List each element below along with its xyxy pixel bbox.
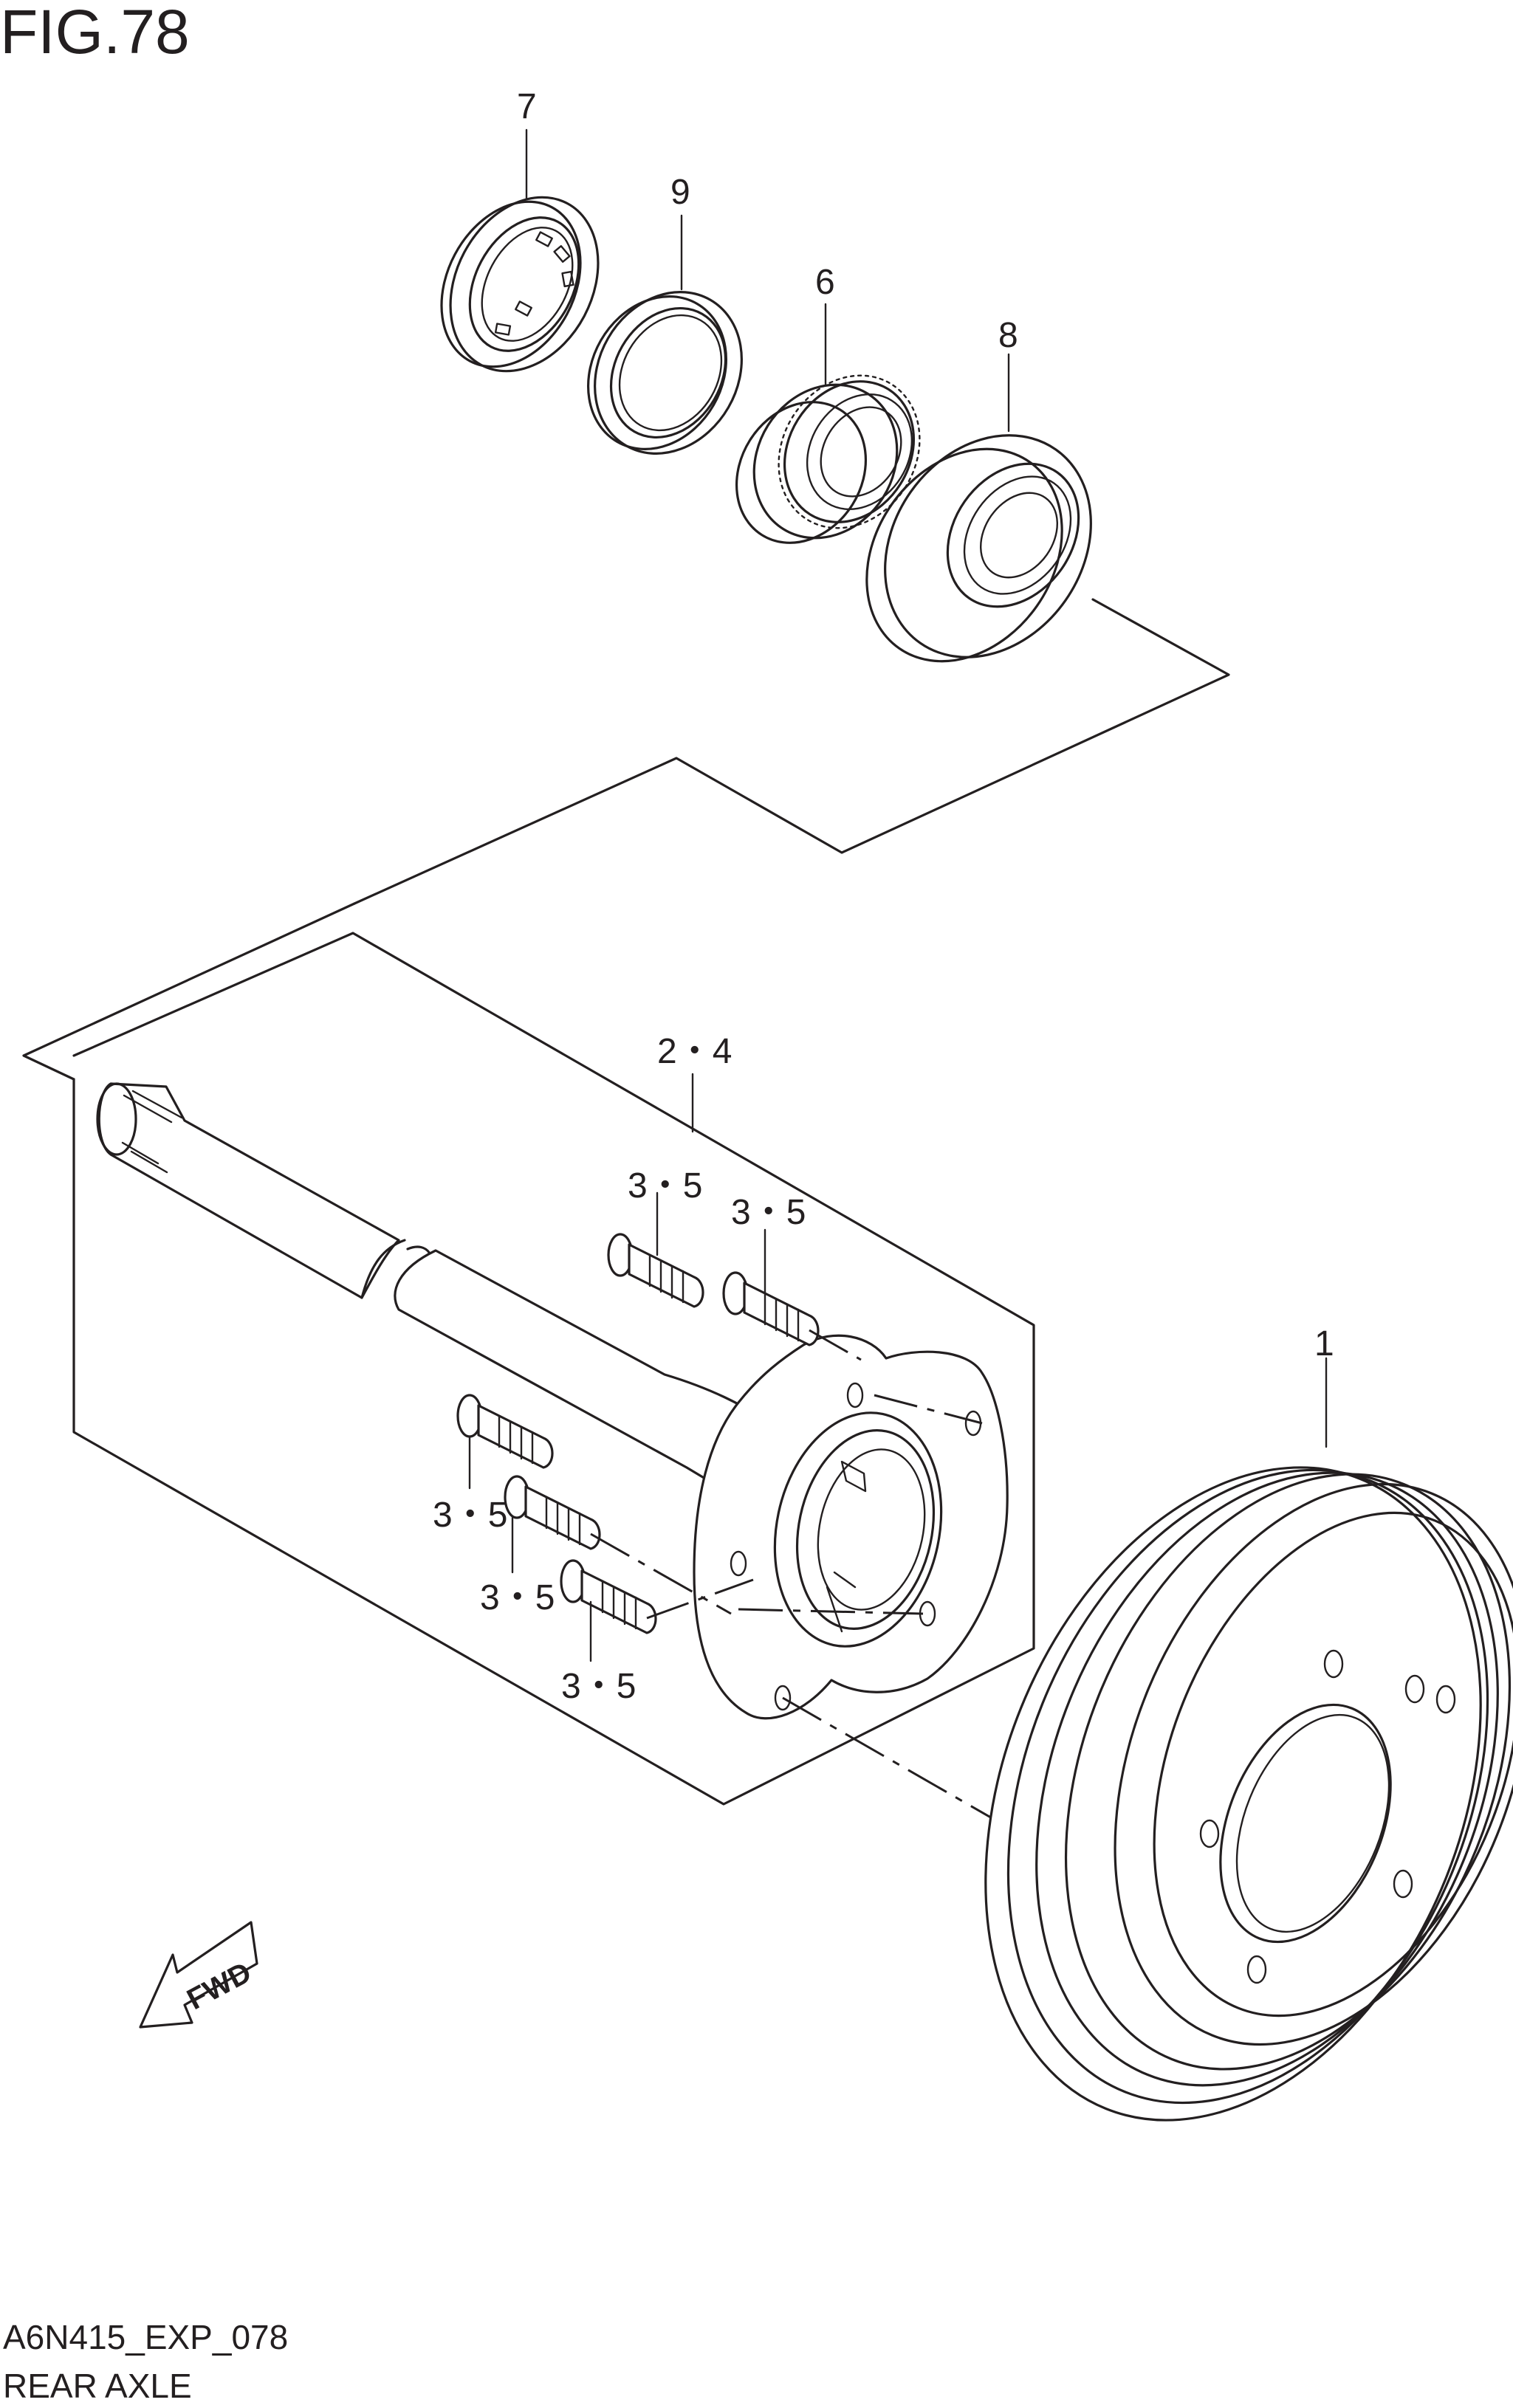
part-8-bearing[interactable] bbox=[826, 353, 1133, 699]
callout-stud-c: 3・5 bbox=[433, 1496, 507, 1535]
part-2-axle-shaft[interactable] bbox=[96, 1082, 769, 1500]
stud-bolt-d[interactable] bbox=[504, 1475, 601, 1574]
callout-stud-d: 3・5 bbox=[480, 1578, 555, 1617]
bearing-kit-outline bbox=[22, 598, 1230, 1081]
part-9-oil-seal[interactable] bbox=[561, 214, 771, 481]
callout-stud-a: 3・5 bbox=[628, 1166, 702, 1205]
callout-7: 7 bbox=[517, 87, 537, 126]
fwd-direction-arrow: FWD bbox=[139, 1921, 258, 2029]
callout-1: 1 bbox=[1314, 1324, 1334, 1363]
callout-stud-b: 3・5 bbox=[731, 1193, 806, 1232]
stud-bolt-c[interactable] bbox=[456, 1394, 554, 1490]
stud-bolt-a[interactable] bbox=[607, 1191, 704, 1308]
part-2-hub-flange[interactable] bbox=[693, 1334, 1009, 1720]
stud-bolt-e[interactable] bbox=[560, 1559, 657, 1662]
callout-8: 8 bbox=[998, 316, 1018, 355]
callout-stud-e: 3・5 bbox=[561, 1667, 636, 1706]
figure-name: REAR AXLE bbox=[3, 2367, 192, 2405]
axle-shaft-assembly-outline bbox=[72, 932, 1035, 1806]
stud-bolt-b[interactable] bbox=[722, 1228, 820, 1346]
part-1-brake-drum[interactable] bbox=[893, 1357, 1513, 2195]
callout-6: 6 bbox=[815, 263, 835, 302]
part-7-bearing-seal[interactable] bbox=[414, 128, 628, 397]
callout-9: 9 bbox=[670, 173, 690, 212]
figure-title: FIG.78 bbox=[0, 0, 190, 66]
callout-2-4: 2・4 bbox=[657, 1032, 732, 1071]
figure-code: A6N415_EXP_078 bbox=[3, 2318, 288, 2356]
